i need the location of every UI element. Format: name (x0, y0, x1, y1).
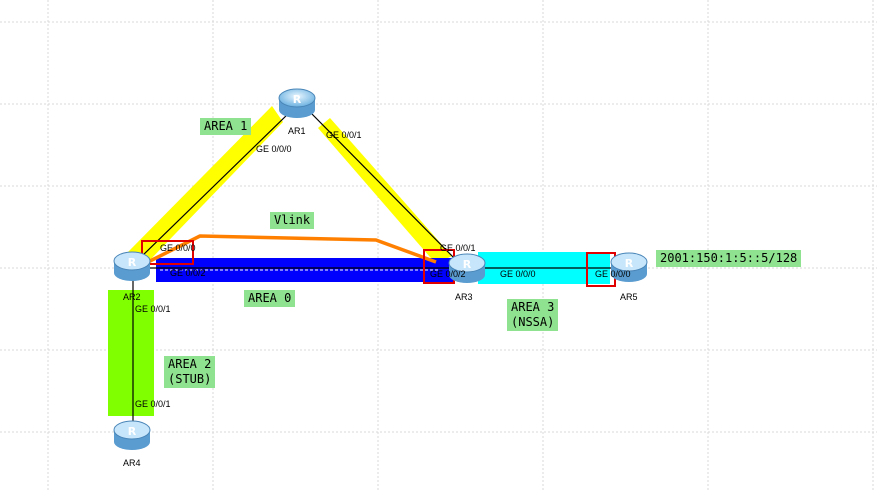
svg-text:R: R (625, 257, 634, 270)
port-ar5-ge000: GE 0/0/0 (595, 269, 631, 279)
svg-text:R: R (463, 258, 472, 271)
svg-text:R: R (128, 256, 137, 269)
router-ar1-name: AR1 (288, 126, 306, 136)
area0-label: AREA 0 (244, 290, 296, 307)
vlink-label: Vlink (270, 212, 315, 229)
area2-label: AREA 2 (STUB) (164, 356, 216, 388)
router-ar3-name: AR3 (455, 292, 473, 302)
router-ar4-name: AR4 (123, 458, 141, 468)
port-ar2-ge002: GE 0/0/2 (170, 268, 206, 278)
svg-text:R: R (293, 93, 302, 106)
vlink-line (147, 234, 437, 264)
router-ar3-icon[interactable]: R (448, 251, 486, 285)
port-ar1-ge001: GE 0/0/1 (326, 130, 362, 140)
port-ar3-ge000: GE 0/0/0 (500, 269, 536, 279)
port-ar2-ge001: GE 0/0/1 (135, 304, 171, 314)
router-ar5-name: AR5 (620, 292, 638, 302)
area1-label: AREA 1 (200, 118, 252, 135)
router-ar2-name: AR2 (123, 292, 141, 302)
svg-text:R: R (128, 425, 137, 438)
router-ar4-icon[interactable]: R (113, 418, 151, 452)
ipv6-address-label: 2001:150:1:5::5/128 (656, 250, 802, 267)
router-ar1-icon[interactable]: R (278, 86, 316, 120)
router-ar2-icon[interactable]: R (113, 249, 151, 283)
router-ar5-icon[interactable]: R (610, 250, 648, 284)
port-ar2-ge000-top: GE 0/0/0 (256, 144, 292, 154)
port-ar3-ge001: GE 0/0/1 (440, 243, 476, 253)
area2-band (108, 290, 154, 416)
port-ar2-ge000: GE 0/0/0 (160, 243, 196, 253)
port-ar4-ge001: GE 0/0/1 (135, 399, 171, 409)
area3-label: AREA 3 (NSSA) (507, 299, 559, 331)
links (132, 111, 620, 426)
area1-band-left (128, 106, 283, 260)
port-ar3-ge002: GE 0/0/2 (430, 269, 466, 279)
